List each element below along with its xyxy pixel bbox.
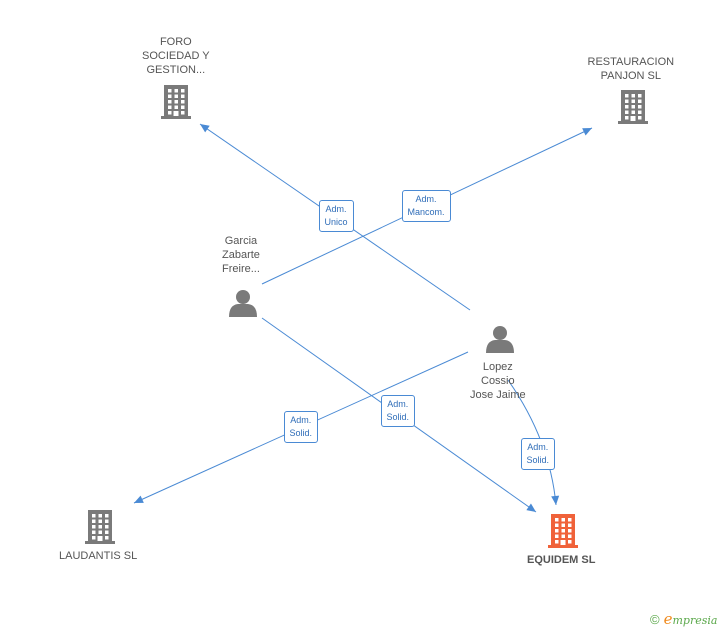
edge-badge-line: Adm. xyxy=(325,204,347,214)
arrowhead-garcia-restauracion xyxy=(582,128,592,136)
edge-badge-line: Adm. xyxy=(387,399,409,409)
edge-badge-line: Unico xyxy=(324,217,348,227)
node-label-line: EQUIDEM SL xyxy=(527,554,596,566)
node-label-line: LAUDANTIS SL xyxy=(59,550,138,562)
edge-badge-lopez-laudantis[interactable]: Adm. Solid. xyxy=(283,411,319,443)
node-label-foro[interactable]: FORO SOCIEDAD Y GESTION... xyxy=(142,35,210,77)
building-icon[interactable] xyxy=(161,85,191,119)
building-icon[interactable] xyxy=(548,514,578,548)
arrowhead-lopez-equidem xyxy=(551,495,560,505)
node-label-laudantis[interactable]: LAUDANTIS SL xyxy=(59,549,137,563)
edge-badge-line: Adm. xyxy=(527,442,549,452)
person-icon[interactable] xyxy=(486,326,514,353)
building-icon[interactable] xyxy=(618,90,648,124)
brand-name: empresia xyxy=(663,610,718,628)
arrowhead-lopez-foro xyxy=(200,124,210,133)
node-label-line: Cossio xyxy=(481,375,515,387)
edge-badge-line: Adm. xyxy=(415,194,437,204)
edge-badge-line: Solid. xyxy=(289,428,313,438)
edge-badge-line: Solid. xyxy=(526,455,550,465)
arrowhead-lopez-laudantis xyxy=(134,495,144,503)
node-label-line: FORO xyxy=(159,36,192,48)
node-label-line: Lopez xyxy=(482,361,513,373)
edge-badge-garcia-equidem[interactable]: Adm. Solid. xyxy=(380,395,416,427)
node-label-line: Jose Jaime xyxy=(470,389,526,401)
node-label-restauracion[interactable]: RESTAURACION PANJON SL xyxy=(588,55,675,83)
node-label-line: Zabarte xyxy=(222,249,260,261)
node-label-line: PANJON SL xyxy=(600,70,661,82)
edge-badge-line: Mancom. xyxy=(407,207,445,217)
node-label-line: Freire... xyxy=(222,263,260,275)
edge-badge-line: Solid. xyxy=(386,412,410,422)
edge-badge-lopez-equidem[interactable]: Adm. Solid. xyxy=(520,438,556,470)
copyright-symbol: © xyxy=(650,611,660,627)
node-label-equidem[interactable]: EQUIDEM SL xyxy=(527,553,595,567)
edge-badge-garcia-restauracion[interactable]: Adm. Mancom. xyxy=(401,190,451,222)
node-label-line: RESTAURACION xyxy=(587,56,675,68)
node-label-line: GESTION... xyxy=(146,64,206,76)
person-icon[interactable] xyxy=(229,290,257,317)
building-icon[interactable] xyxy=(85,510,115,544)
arrowhead-garcia-equidem xyxy=(526,503,536,512)
empresia-brand[interactable]: © empresia xyxy=(650,610,717,628)
node-label-line: SOCIEDAD Y xyxy=(142,50,210,62)
node-label-line: Garcia xyxy=(224,235,258,247)
edge-badge-lopez-foro[interactable]: Adm. Unico xyxy=(318,200,354,232)
edge-badge-line: Adm. xyxy=(290,415,312,425)
